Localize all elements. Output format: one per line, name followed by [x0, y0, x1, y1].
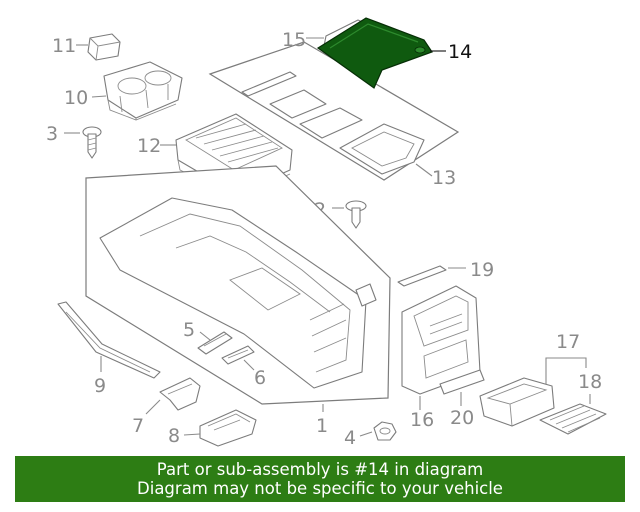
leader-13	[415, 163, 433, 177]
part-20-small-panel[interactable]	[439, 369, 485, 395]
callout-6[interactable]: 6	[254, 367, 266, 389]
part-1-console[interactable]	[85, 165, 391, 405]
callout-5[interactable]: 5	[183, 319, 195, 341]
banner-line-1: Part or sub-assembly is #14 in diagram	[156, 460, 484, 479]
callout-9[interactable]: 9	[94, 375, 106, 397]
info-banner: Part or sub-assembly is #14 in diagram D…	[15, 456, 625, 502]
leader-10	[91, 95, 107, 98]
part-13-trim-plate[interactable]	[208, 41, 460, 181]
leader-8	[183, 433, 201, 436]
part-17-housing[interactable]	[479, 377, 555, 427]
part-18-mat[interactable]	[539, 403, 607, 435]
callout-10[interactable]: 10	[64, 87, 88, 109]
callout-7[interactable]: 7	[132, 415, 144, 437]
part-8-tray[interactable]	[199, 409, 257, 447]
part-10-cupholder[interactable]	[103, 61, 183, 121]
parts-diagram: 11 10 3 12 13 15	[46, 17, 607, 449]
part-5-clip[interactable]	[197, 331, 233, 355]
leader-17	[545, 357, 587, 384]
callout-12[interactable]: 12	[137, 135, 161, 157]
callout-18[interactable]: 18	[578, 371, 602, 393]
part-6-clip[interactable]	[221, 345, 255, 365]
leader-5	[199, 331, 211, 341]
callout-14[interactable]: 14	[448, 41, 472, 63]
leader-7	[145, 399, 161, 415]
part-19-strip[interactable]	[397, 265, 447, 287]
callout-4[interactable]: 4	[344, 427, 356, 449]
callout-8[interactable]: 8	[168, 425, 180, 447]
part-14-trim-highlighted[interactable]	[316, 17, 433, 89]
callout-3[interactable]: 3	[46, 123, 58, 145]
part-2-bolt[interactable]	[345, 200, 367, 229]
part-9-side-trim[interactable]	[57, 301, 161, 379]
callout-13[interactable]: 13	[432, 167, 456, 189]
banner-line-2: Diagram may not be specific to your vehi…	[137, 479, 503, 498]
part-11-cap[interactable]	[87, 33, 121, 61]
leader-4	[359, 431, 373, 437]
callout-20[interactable]: 20	[450, 407, 474, 429]
part-3-screw[interactable]	[82, 126, 102, 159]
part-4-nut[interactable]	[373, 421, 397, 441]
callout-17[interactable]: 17	[556, 331, 580, 353]
leader-6	[243, 359, 255, 371]
callout-1[interactable]: 1	[316, 415, 328, 437]
callout-16[interactable]: 16	[410, 409, 434, 431]
callout-15[interactable]: 15	[282, 29, 306, 51]
callout-11[interactable]: 11	[52, 35, 76, 57]
callout-19[interactable]: 19	[470, 259, 494, 281]
part-7-bracket[interactable]	[159, 377, 201, 411]
